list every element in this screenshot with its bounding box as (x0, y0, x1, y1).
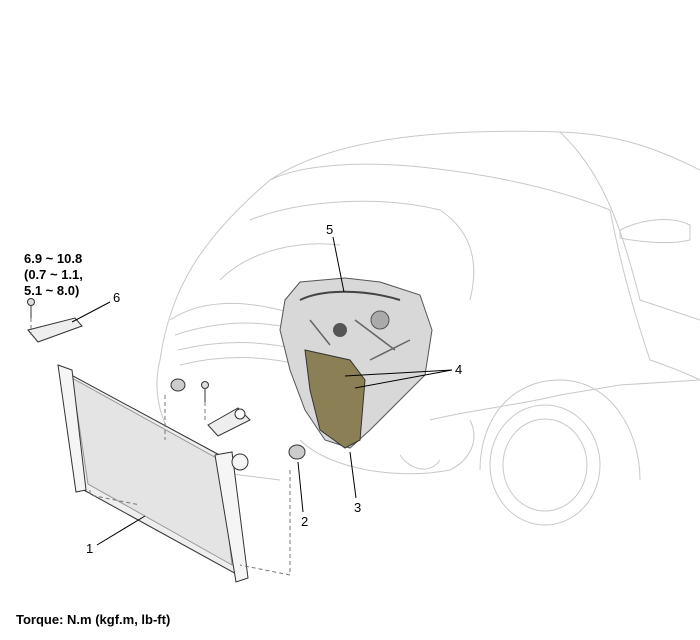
radiator (57, 364, 249, 583)
callout-1: 1 (86, 541, 94, 556)
leader-lines (71, 236, 453, 546)
upper-mounting-bracket (27, 317, 251, 437)
callout-6: 6 (113, 290, 121, 305)
callout-3: 3 (354, 500, 362, 515)
assembly-guide-lines (30, 318, 291, 576)
torque-spec-bolt: 6.9 ~ 10.8 (0.7 ~ 1.1, 5.1 ~ 8.0) (24, 251, 83, 299)
bolt-icon (27, 298, 209, 402)
callout-5: 5 (326, 222, 334, 237)
callout-2: 2 (301, 514, 309, 529)
torque-spec-nm: 6.9 ~ 10.8 (24, 251, 83, 266)
torque-spec-kgfm: (0.7 ~ 1.1, (24, 267, 83, 282)
torque-units-note: Torque: N.m (kgf.m, lb-ft) (16, 612, 171, 627)
torque-spec-lbft: 5.1 ~ 8.0) (24, 283, 80, 298)
callout-4: 4 (455, 362, 463, 377)
transmission-assembly (279, 277, 433, 449)
rubber-mount (170, 378, 306, 460)
